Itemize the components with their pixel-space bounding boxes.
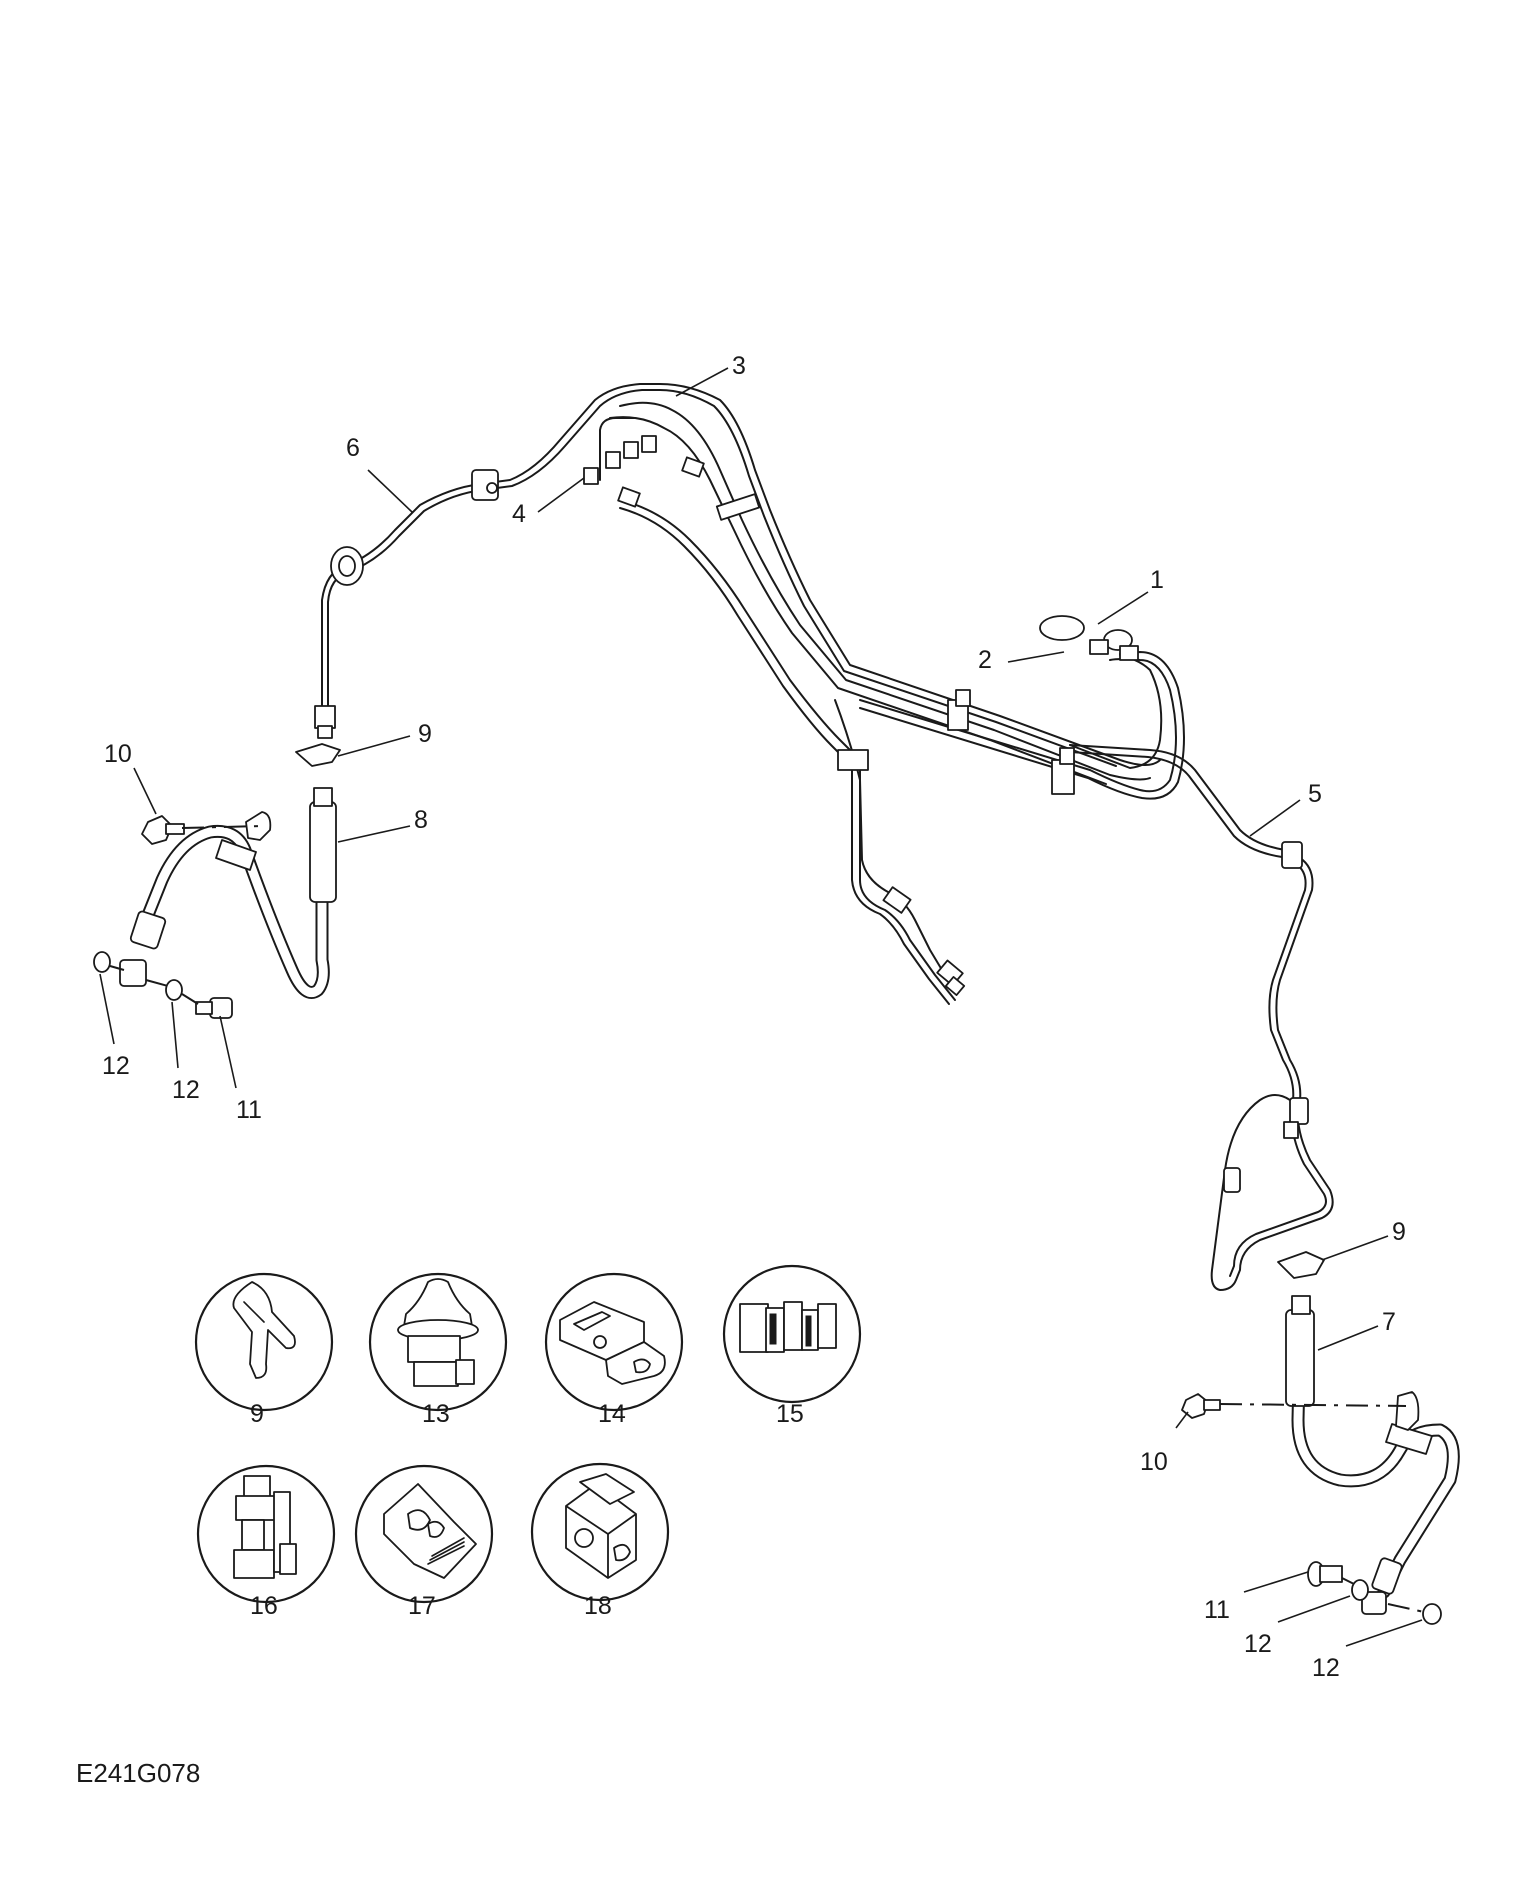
pipe-loop-fittings — [1039, 615, 1139, 661]
figure-code: E241G078 — [76, 1758, 201, 1788]
callout-12-left-b: 12 — [172, 1076, 200, 1104]
left-washer-12b — [165, 979, 183, 1001]
inset-part-17: 17 — [354, 1464, 494, 1620]
pipe-5-line-b — [1069, 751, 1307, 1121]
inset-part-9: 9 — [194, 1272, 334, 1428]
inset-part-18: 18 — [530, 1462, 670, 1620]
left-bolt-11 — [195, 997, 233, 1019]
bundle-clip-lower — [882, 886, 912, 914]
double-pipe-clip-icon — [559, 1301, 666, 1385]
push-rivet-clip-icon — [397, 1278, 479, 1387]
callout-6: 6 — [346, 434, 360, 462]
inset-13-label: 13 — [422, 1400, 450, 1428]
callout-11-right: 11 — [1204, 1596, 1230, 1624]
callout-labels: 1 2 3 4 5 6 7 8 9 9 10 10 11 11 12 12 12… — [102, 352, 1406, 1682]
inset-part-14: 14 — [544, 1272, 684, 1428]
pipe-5-line — [1069, 744, 1314, 1121]
callout-5: 5 — [1308, 780, 1322, 808]
pipe-drop-fitting — [936, 959, 966, 996]
right-washer-12a — [1351, 1579, 1369, 1601]
pipe-1-line — [859, 658, 1177, 793]
pipe-bundle-upper-b — [659, 389, 1117, 767]
callout-2: 2 — [978, 646, 992, 674]
left-bolt-10 — [141, 815, 185, 845]
leader-lines — [99, 367, 1423, 1647]
brake-pipe-bundle — [314, 383, 1334, 1291]
hose-8-bracket — [245, 811, 272, 841]
pipe-5-loop — [1210, 1094, 1334, 1291]
right-bolt-11 — [1307, 1561, 1343, 1587]
callout-7: 7 — [1382, 1308, 1396, 1336]
hose-7-bracket — [1395, 1391, 1420, 1431]
pipe-6-clip — [471, 469, 499, 501]
pipe-6-line — [321, 383, 661, 723]
inset-14-label: 14 — [598, 1400, 626, 1428]
hose-7-end-fitting — [1285, 1309, 1315, 1407]
pipe-grommet-strip-icon — [739, 1301, 837, 1353]
pipe-bundle-upper-c — [619, 401, 1151, 781]
spring-clip-icon — [232, 1281, 296, 1379]
pipe-4-run — [619, 499, 956, 1001]
hose-8-end-fitting — [309, 801, 337, 903]
pipe-bundle-upper — [659, 383, 1161, 766]
bundle-clip-drop — [837, 749, 869, 771]
pipe-4-line — [599, 417, 635, 481]
left-clip-9 — [295, 743, 341, 767]
right-banjo-fitting — [1361, 1591, 1387, 1615]
pipe-retainer-clip-icon — [383, 1483, 477, 1579]
callout-10-left: 10 — [104, 740, 132, 768]
bundle-clip-upper — [715, 493, 761, 521]
callout-11-left: 11 — [236, 1096, 262, 1124]
callout-3: 3 — [732, 352, 746, 380]
inset-16-label: 16 — [250, 1592, 278, 1620]
callout-9-left: 9 — [418, 720, 432, 748]
callout-4: 4 — [512, 500, 526, 528]
block-clip-icon — [565, 1473, 637, 1579]
pipe-bundle-upper-d — [609, 416, 1107, 785]
inset-part-16: 16 — [196, 1464, 336, 1620]
pipe-5-fittings — [1223, 841, 1309, 1193]
left-washer-12a — [93, 951, 111, 973]
callout-8: 8 — [414, 806, 428, 834]
hose-8-mid-clamp — [215, 839, 257, 871]
pipe-6-grommet — [330, 546, 364, 586]
inset-9-label: 9 — [250, 1400, 264, 1428]
callout-12-right-b: 12 — [1312, 1654, 1340, 1682]
callout-1: 1 — [1150, 566, 1164, 594]
bundle-clip-mid — [947, 689, 971, 731]
right-bolt-10 — [1181, 1393, 1221, 1419]
pipe-mid-drop — [834, 699, 946, 976]
callout-10-right: 10 — [1140, 1448, 1168, 1476]
pipe-6-fitting — [314, 705, 336, 739]
right-hose-assembly — [1181, 1251, 1460, 1625]
inset-part-15: 15 — [722, 1264, 862, 1428]
hose-7-mid-clamp — [1385, 1423, 1433, 1455]
pipe-6-line-b — [327, 389, 661, 723]
pipe-2-line — [1069, 654, 1163, 769]
inset-15-label: 15 — [776, 1400, 804, 1428]
callout-12-right-a: 12 — [1244, 1630, 1272, 1658]
inset-18-label: 18 — [584, 1592, 612, 1620]
bundle-clip-mid2 — [1051, 747, 1075, 795]
left-hose-assembly — [93, 743, 341, 1019]
callout-9-right: 9 — [1392, 1218, 1406, 1246]
pipe-4-run-b — [619, 507, 950, 1005]
pipe-end-fittings — [583, 435, 705, 508]
stacked-clip-icon — [233, 1475, 297, 1579]
pipe-5-loop-b — [1229, 1123, 1327, 1277]
inset-17-label: 17 — [408, 1592, 436, 1620]
inset-part-13: 13 — [368, 1272, 508, 1428]
left-banjo-fitting — [119, 959, 147, 987]
right-washer-12b — [1422, 1603, 1442, 1625]
callout-12-left-a: 12 — [102, 1052, 130, 1080]
right-clip-9 — [1277, 1251, 1325, 1279]
pipe-1-line-b — [859, 651, 1185, 800]
